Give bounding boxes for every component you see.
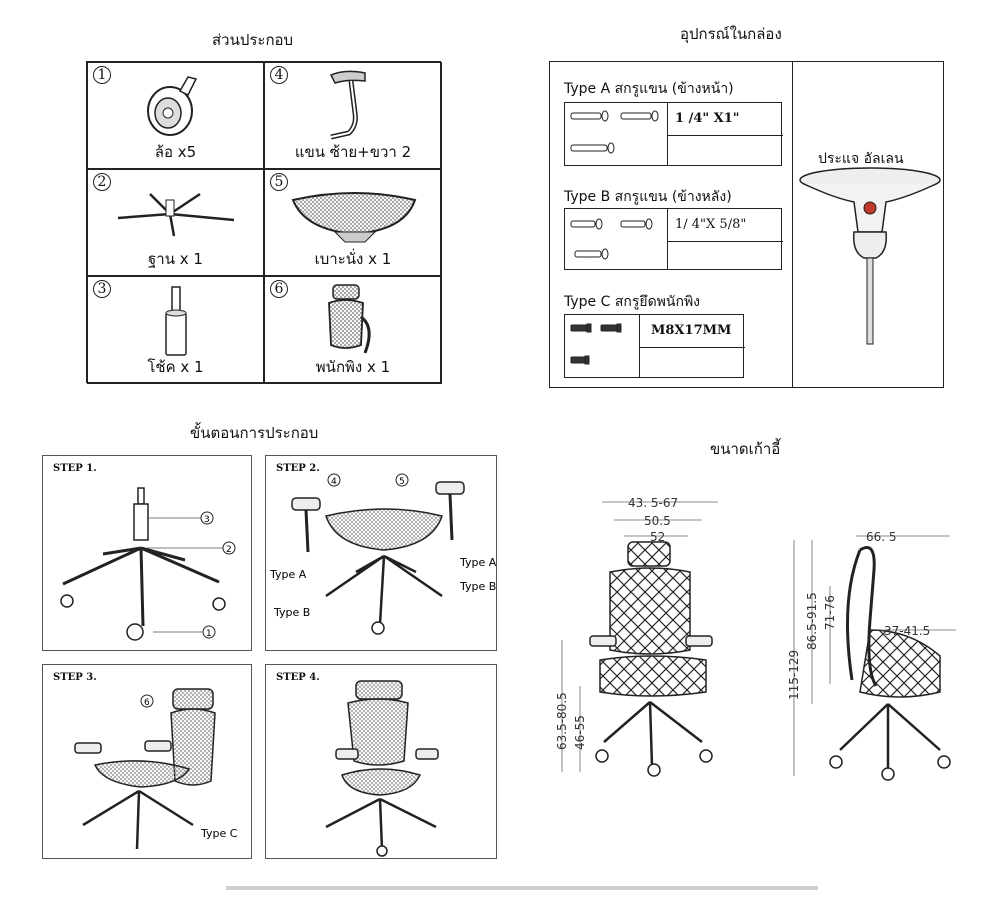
type-c-spec: M8X17MM xyxy=(651,323,732,338)
step-callout xyxy=(200,511,236,639)
type-b-table: 1/ 4"X 5/8" xyxy=(564,208,783,270)
part-number: 5 xyxy=(270,173,288,191)
steps-title: ขั้นตอนการประกอบ xyxy=(190,424,319,442)
part-label: ฐาน x 1 xyxy=(148,250,203,268)
part-label: เบาะนั่ง x 1 xyxy=(314,250,392,268)
type-c-callout: Type C xyxy=(200,827,238,840)
side-depth: 66. 5 xyxy=(866,530,897,544)
type-a-table: 1 /4" X1" xyxy=(564,102,783,166)
allen-wrench-icon xyxy=(799,167,941,345)
front-view xyxy=(589,541,713,777)
front-mid-width: 50.5 xyxy=(644,514,671,528)
part-cell-wheel: 1 ล้อ x5 xyxy=(87,62,264,169)
seat-icon xyxy=(291,192,417,243)
part-cell-seat: 5 เบาะนั่ง x 1 xyxy=(264,169,442,276)
part-label: แขน ซ้าย+ขวา 2 xyxy=(294,143,412,161)
side-back-height: 86.5-91.5 xyxy=(805,592,819,650)
side-total-height: 115-129 xyxy=(787,650,801,700)
type-b-callout: Type B xyxy=(459,580,496,593)
step-title: STEP 2. xyxy=(276,463,320,474)
side-view xyxy=(829,546,951,781)
step-4-illustration xyxy=(325,680,439,857)
type-b-spec: 1/ 4"X 5/8" xyxy=(675,217,747,232)
callout-5: 5 xyxy=(399,477,405,487)
part-number: 1 xyxy=(93,66,111,84)
part-cell-base: 2 ฐาน x 1 xyxy=(87,169,264,276)
part-cell-armrest: 4 แขน ซ้าย+ขวา 2 xyxy=(264,62,442,169)
step-title: STEP 3. xyxy=(53,672,97,683)
armrest-icon xyxy=(329,70,366,140)
type-b-label: Type B สกรูแขน (ข้างหลัง) xyxy=(564,189,732,205)
front-arm-height: 46-55 xyxy=(573,715,587,750)
part-cell-backrest: 6 พนักพิง x 1 xyxy=(264,276,442,384)
part-number: 6 xyxy=(270,280,288,298)
step-title: STEP 1. xyxy=(53,463,97,474)
callout-1: 1 xyxy=(206,629,212,639)
side-seat-depth: 37-41.5 xyxy=(884,624,930,638)
step-3-illustration: 6 Type C xyxy=(74,688,238,850)
type-c-table: M8X17MM xyxy=(564,314,745,378)
part-label: โช้ค x 1 xyxy=(147,358,204,376)
step-3-panel: STEP 3. 6 Type C xyxy=(42,664,252,859)
dimension-diagrams: 43. 5-67 50.5 52 63.5-80.5 46-55 66. 5 1… xyxy=(555,496,956,781)
footer-divider xyxy=(226,886,818,890)
accessories-divider xyxy=(792,62,793,387)
side-back-mid: 71-76 xyxy=(823,595,837,630)
callout-4: 4 xyxy=(331,477,337,487)
accessories-title: อุปกรณ์ในกล่อง xyxy=(680,25,782,43)
dimension-lines xyxy=(561,501,956,776)
step-1-panel: STEP 1. 3 2 1 xyxy=(42,455,252,651)
step-4-panel: STEP 4. xyxy=(265,664,497,859)
front-seat-width: 52 xyxy=(650,530,665,544)
part-number: 4 xyxy=(270,66,288,84)
screw-icon xyxy=(570,110,659,154)
type-a-spec: 1 /4" X1" xyxy=(675,111,740,126)
step-title: STEP 4. xyxy=(276,672,320,683)
part-label: ล้อ x5 xyxy=(154,143,197,161)
accessories-box: Type A สกรูแขน (ข้างหน้า) 1 /4" X1" Type… xyxy=(549,61,944,388)
screw-icon xyxy=(570,218,653,260)
part-label: พนักพิง x 1 xyxy=(315,358,391,376)
callout-6: 6 xyxy=(144,698,150,708)
callout-3: 3 xyxy=(204,515,210,525)
front-top-width: 43. 5-67 xyxy=(628,496,678,510)
callout-2: 2 xyxy=(226,545,232,555)
part-cell-gas-lift: 3 โช้ค x 1 xyxy=(87,276,264,384)
type-a-callout: Type A xyxy=(269,568,307,581)
type-a-label: Type A สกรูแขน (ข้างหน้า) xyxy=(564,81,734,97)
parts-grid: 1 ล้อ x5 4 แขน ซ้าย+ขวา 2 2 xyxy=(86,61,442,384)
step-2-illustration: 4 5 Type A Type B Type A Type B xyxy=(269,473,497,635)
base-icon xyxy=(117,192,235,237)
bolt-icon xyxy=(570,323,622,365)
type-c-label: Type C สกรูยึดพนักพิง xyxy=(564,294,701,310)
size-title: ขนาดเก้าอี้ xyxy=(710,440,781,458)
backrest-icon xyxy=(328,284,371,354)
part-number: 3 xyxy=(93,280,111,298)
wrench-label: ประแจ อัลเลน xyxy=(818,151,904,167)
gas-lift-icon xyxy=(165,286,187,356)
step-1-illustration: 3 2 1 xyxy=(60,487,236,641)
wheel-icon xyxy=(147,76,198,136)
type-a-callout: Type A xyxy=(459,556,497,569)
parts-title: ส่วนประกอบ xyxy=(212,31,294,49)
step-2-panel: STEP 2. 4 5 Type A Type B Type A Type B xyxy=(265,455,497,651)
type-b-callout: Type B xyxy=(273,606,310,619)
part-number: 2 xyxy=(93,173,111,191)
front-seat-height: 63.5-80.5 xyxy=(555,692,569,750)
